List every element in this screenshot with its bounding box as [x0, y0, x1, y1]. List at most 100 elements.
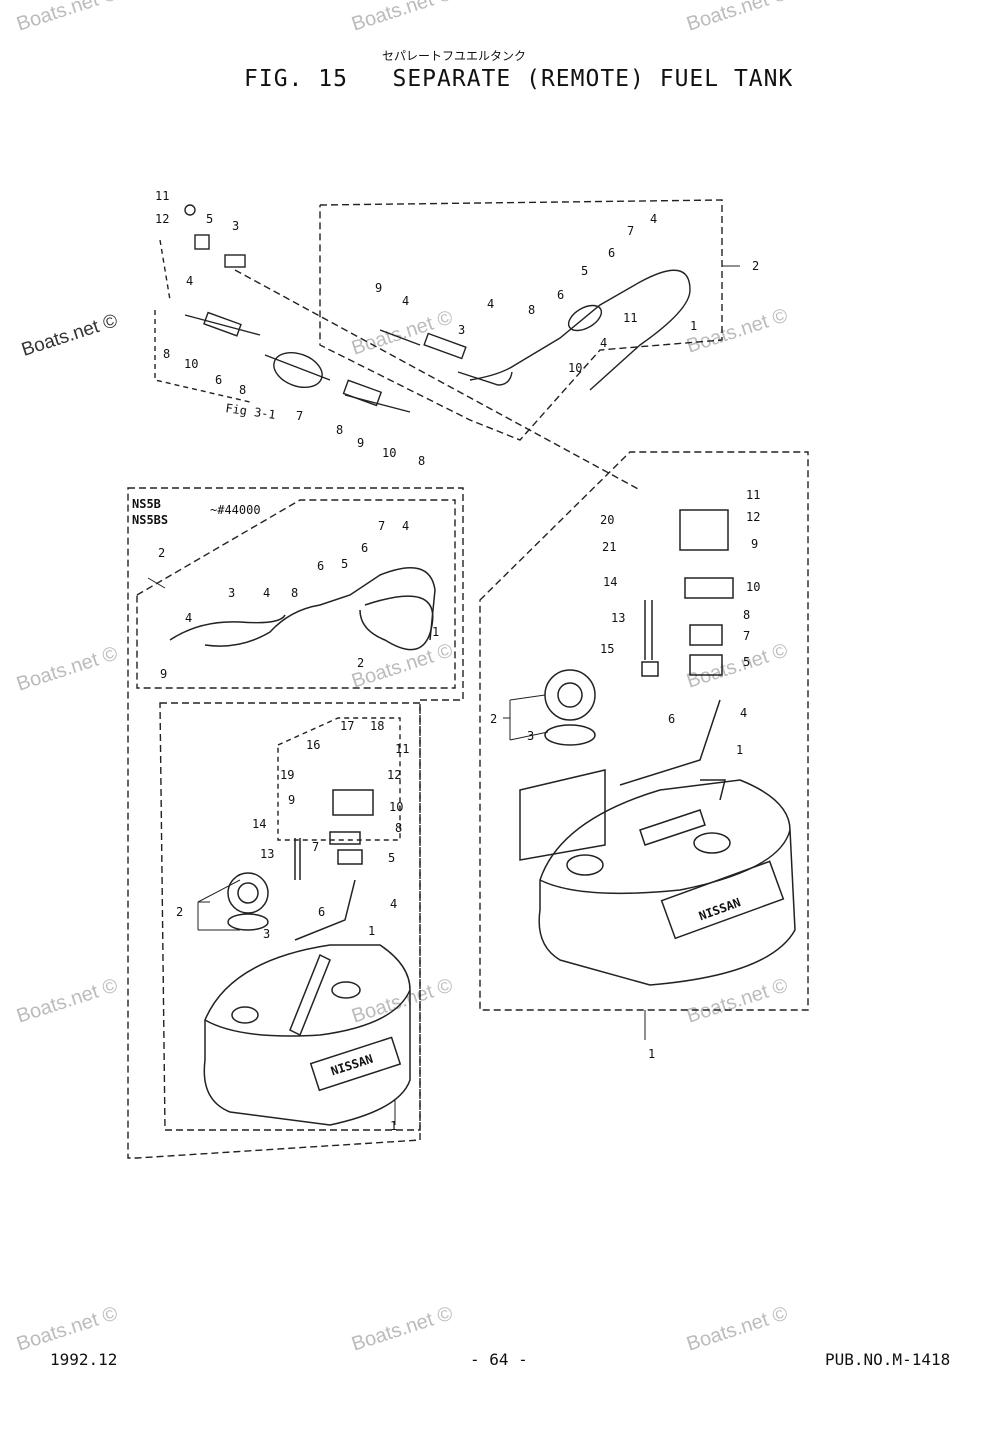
callout: 6	[608, 246, 615, 260]
callout: 9	[288, 793, 295, 807]
callout: 4	[487, 297, 494, 311]
fuel-line-top	[184, 204, 691, 413]
callout: 5	[206, 212, 213, 226]
callout: 6	[361, 541, 368, 555]
callout: 10	[184, 357, 198, 371]
callout: 8	[528, 303, 535, 317]
callout: 8	[336, 423, 343, 437]
callout: 4	[402, 294, 409, 308]
callout: 17	[340, 719, 354, 733]
callout: 2	[752, 259, 759, 273]
model-ns5b: NS5B	[132, 497, 161, 511]
model-ns5bs: NS5BS	[132, 513, 168, 527]
callout: 2	[357, 656, 364, 670]
callout: 11	[623, 311, 637, 325]
callout: 2	[176, 905, 183, 919]
callout: 6	[317, 559, 324, 573]
callout: 2	[490, 712, 497, 726]
callout: 7	[627, 224, 634, 238]
inset-hose-callouts: 2 3 4 8 6 5 6 7 4 4 9 2 1	[158, 519, 439, 681]
callout: 6	[557, 288, 564, 302]
footer-date: 1992.12	[50, 1350, 118, 1369]
callout: 15	[600, 642, 614, 656]
callout: 6	[318, 905, 325, 919]
inset-hose-frame	[136, 499, 456, 689]
callout: 10	[746, 580, 760, 594]
callout: 4	[402, 519, 409, 533]
callout: 8	[163, 347, 170, 361]
callout: 13	[260, 847, 274, 861]
callout: 3	[232, 219, 239, 233]
callout: 3	[228, 586, 235, 600]
large-tank	[519, 509, 796, 986]
callout: 14	[603, 575, 617, 589]
callout: 12	[155, 212, 169, 226]
callout: 13	[611, 611, 625, 625]
japanese-title: セパレートフユエルタンク	[382, 49, 527, 63]
callout: 8	[418, 454, 425, 468]
callout: 3	[527, 729, 534, 743]
footer-pub-no: PUB.NO.M-1418	[825, 1350, 951, 1369]
callout: 1	[690, 319, 697, 333]
callout: 16	[306, 738, 320, 752]
callout: 7	[743, 629, 750, 643]
callout: 9	[375, 281, 382, 295]
fuel-line-callouts: 11 12 5 3 4 9 4 3 4 8 6 5 6 7 4 2 1 11 4…	[155, 189, 759, 468]
callout: 21	[602, 540, 616, 554]
callout: 4	[650, 212, 657, 226]
callout: 4	[740, 706, 747, 720]
page-title: FIG. 15 SEPARATE (REMOTE) FUEL TANK	[244, 66, 794, 92]
callout: 3	[458, 323, 465, 337]
callout: 6	[215, 373, 222, 387]
small-tank	[169, 567, 436, 1126]
callout: 8	[291, 586, 298, 600]
callout: 5	[581, 264, 588, 278]
callout: 6	[668, 712, 675, 726]
large-tank-frame	[479, 451, 809, 1011]
serial-note: ~#44000	[210, 503, 261, 517]
leader-lines	[147, 265, 740, 1125]
callout: 11	[746, 488, 760, 502]
callout: 9	[751, 537, 758, 551]
fig-reference: Fig 3-1	[225, 401, 277, 422]
callout: 3	[263, 927, 270, 941]
large-tank-callouts: 11 12 20 21 9 14 10 8 13 7 15 5 6 4 2 3 …	[490, 488, 760, 1061]
callout: 4	[263, 586, 270, 600]
callout: 1	[390, 1119, 397, 1133]
brand-label-large: NISSAN	[697, 895, 743, 923]
callout: 5	[388, 851, 395, 865]
footer-page-number: - 64 -	[470, 1350, 528, 1369]
callout: 8	[743, 608, 750, 622]
small-tank-callouts: 17 18 16 11 19 12 9 10 14 8 7 5 13 6 4 2…	[176, 719, 409, 1133]
small-tank-inner-frame	[159, 702, 421, 1131]
callout: 4	[185, 611, 192, 625]
callout: 4	[186, 274, 193, 288]
callout: 10	[389, 800, 403, 814]
callout: 1	[368, 924, 375, 938]
callout: 11	[395, 742, 409, 756]
callout: 20	[600, 513, 614, 527]
callout: 9	[357, 436, 364, 450]
callout: 18	[370, 719, 384, 733]
callout: 8	[395, 821, 402, 835]
callout: 5	[341, 557, 348, 571]
callout: 14	[252, 817, 266, 831]
callout: 7	[312, 840, 319, 854]
callout: 12	[387, 768, 401, 782]
dashed-frames	[127, 199, 809, 1159]
callout: 12	[746, 510, 760, 524]
callout: 10	[382, 446, 396, 460]
callout: 4	[390, 897, 397, 911]
callout: 10	[568, 361, 582, 375]
callout: 8	[239, 383, 246, 397]
callout: 7	[378, 519, 385, 533]
callout: 19	[280, 768, 294, 782]
callout: 11	[155, 189, 169, 203]
small-fitting-frame	[277, 717, 401, 841]
callout: 1	[432, 625, 439, 639]
callout: 9	[160, 667, 167, 681]
callout: 2	[158, 546, 165, 560]
callout: 1	[736, 743, 743, 757]
callout: 4	[600, 336, 607, 350]
